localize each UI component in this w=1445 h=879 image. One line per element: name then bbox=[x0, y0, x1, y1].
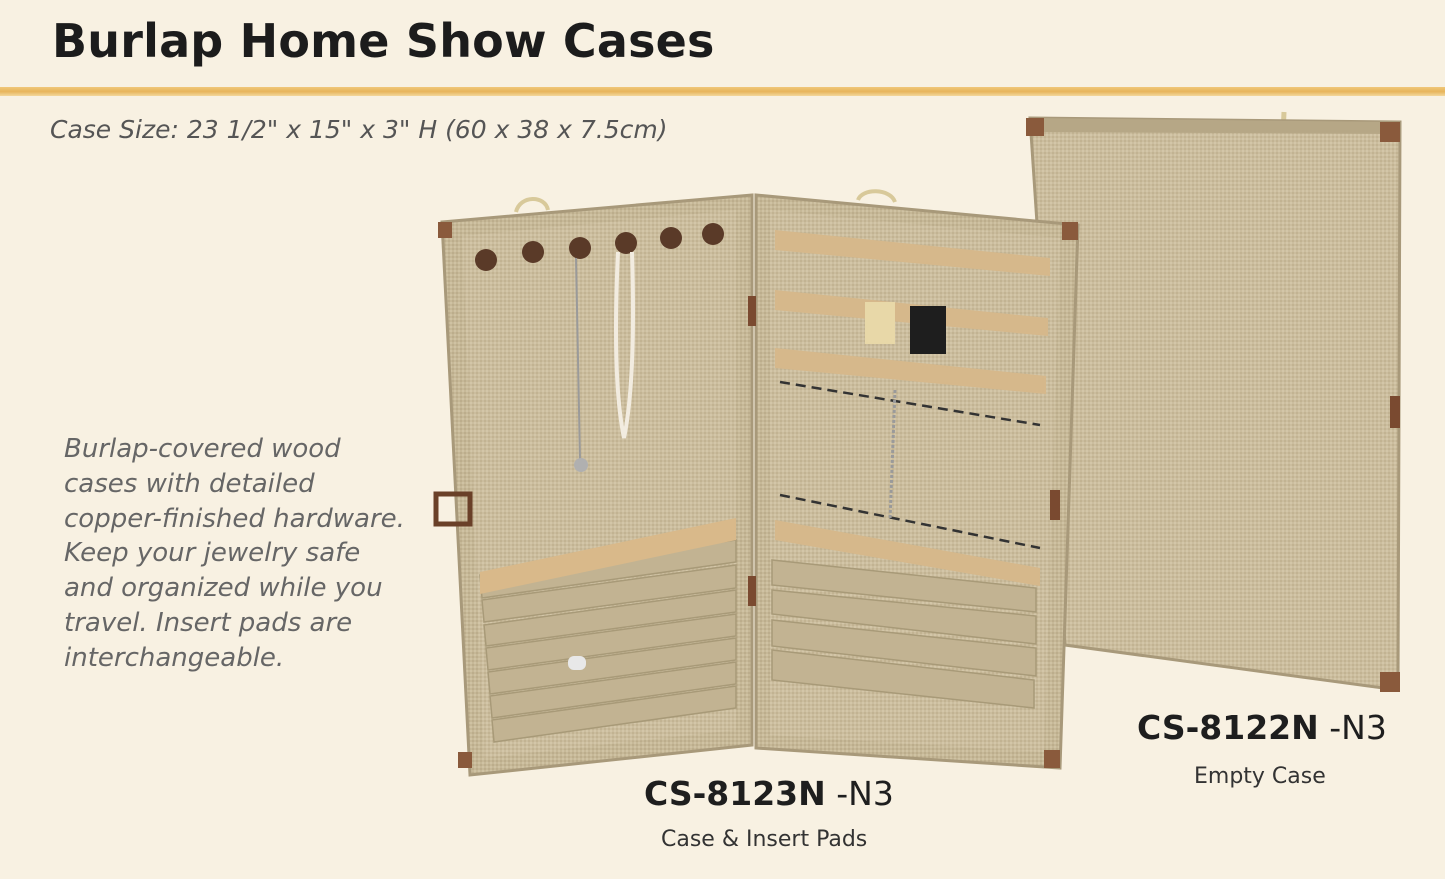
description-line: cases with detailed bbox=[64, 468, 315, 499]
sku-code: CS-8123N bbox=[644, 774, 826, 813]
accent-rule bbox=[0, 87, 1445, 96]
description-line: copper-finished hardware. bbox=[64, 503, 405, 534]
page-title: Burlap Home Show Cases bbox=[52, 14, 715, 68]
description-line: Burlap-covered wood bbox=[64, 434, 341, 464]
empty-case-image bbox=[1026, 111, 1402, 692]
description-line: Keep your jewelry safe bbox=[64, 538, 361, 569]
open-case-image bbox=[433, 189, 1080, 777]
description-line: interchangeable. bbox=[64, 642, 285, 673]
description-line: travel. Insert pads are bbox=[64, 607, 353, 638]
product-caption-case-and-pads: Case & Insert Pads bbox=[661, 827, 868, 852]
product-description: Burlap-covered wood cases with detailed … bbox=[64, 432, 444, 676]
sku-suffix: -N3 bbox=[825, 774, 894, 813]
product-caption-empty-case: Empty Case bbox=[1194, 764, 1326, 789]
sku-code: CS-8122N bbox=[1137, 708, 1319, 747]
sku-suffix: -N3 bbox=[1318, 708, 1387, 747]
case-size-text: Case Size: 23 1/2" x 15" x 3" H (60 x 38… bbox=[50, 115, 668, 144]
description-line: and organized while you bbox=[64, 573, 383, 604]
product-sku-case-and-pads: CS-8123N -N3 bbox=[644, 774, 894, 813]
product-sku-empty-case: CS-8122N -N3 bbox=[1137, 708, 1387, 747]
